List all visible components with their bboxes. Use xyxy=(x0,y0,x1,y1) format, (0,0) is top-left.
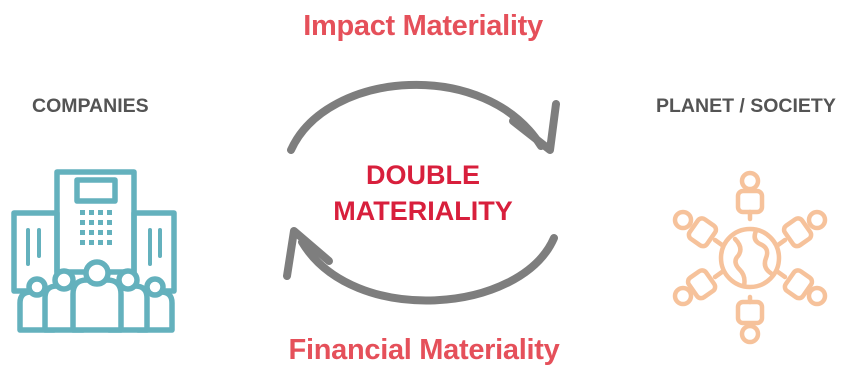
bottom-arrowhead-icon xyxy=(283,227,333,280)
bottom-arc-arrow xyxy=(298,234,558,305)
top-arc-arrow xyxy=(287,80,545,154)
window-grid xyxy=(80,210,112,245)
globe-people-network-icon xyxy=(672,170,828,345)
impact-materiality-label: Impact Materiality xyxy=(303,10,543,42)
people-group-icon xyxy=(17,259,175,333)
cycle-arrows xyxy=(283,80,560,305)
planet-society-label: PLANET / SOCIETY xyxy=(656,95,836,117)
financial-materiality-label: Financial Materiality xyxy=(288,334,560,366)
center-title-line-1: DOUBLE xyxy=(366,160,480,190)
center-title-line-2: MATERIALITY xyxy=(333,196,513,226)
companies-label: COMPANIES xyxy=(32,95,149,117)
top-arrowhead-icon xyxy=(509,100,560,154)
